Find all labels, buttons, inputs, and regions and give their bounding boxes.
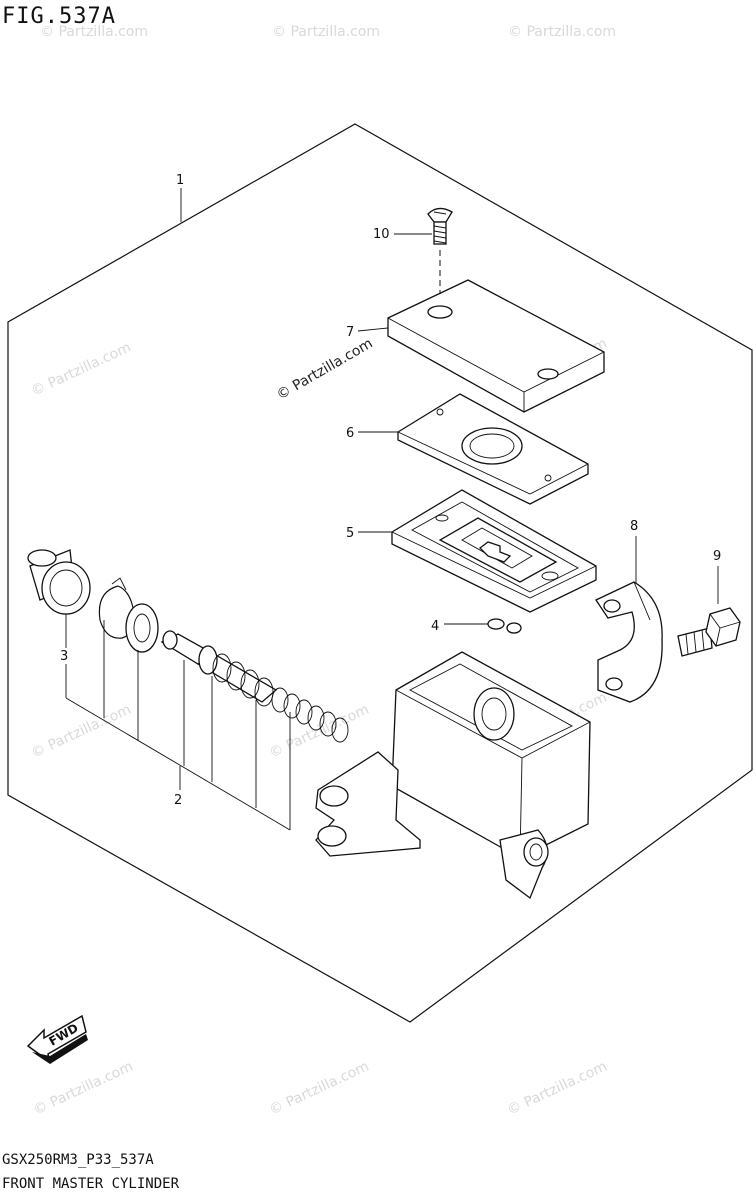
callout-label: 1: [176, 173, 184, 188]
callout-7: 7: [346, 325, 389, 340]
callout-label: 7: [346, 325, 354, 340]
callout-5: 5: [346, 526, 392, 541]
callout-label: 8: [630, 519, 638, 534]
watermark: © Partzilla.com: [505, 1058, 610, 1118]
figure-title: FIG.537A: [2, 4, 116, 29]
callout-8: 8: [630, 519, 638, 584]
callout-label: 9: [713, 549, 721, 564]
watermark: © Partzilla.com: [267, 1058, 372, 1118]
watermark: © Partzilla.com: [31, 1058, 136, 1118]
callout-1: 1: [176, 173, 184, 222]
callout-6: 6: [346, 426, 398, 441]
part-8-clamp: [595, 581, 663, 703]
watermark: © Partzilla.com: [40, 24, 148, 40]
piston-assembly: [160, 630, 349, 743]
figure-code: GSX250RM3_P33_537A: [2, 1152, 154, 1168]
callout-label: 3: [60, 649, 68, 664]
part-4-clip: [487, 618, 522, 634]
part-10-screw: [427, 207, 453, 300]
watermark: © Partzilla.com: [508, 24, 616, 40]
part-7-cap: [387, 279, 605, 413]
callout-label: 6: [346, 426, 354, 441]
callout-label: 2: [174, 793, 182, 808]
callout-4: 4: [431, 619, 488, 634]
part-9-bolt: [677, 607, 741, 657]
watermark-center: © Partzilla.com: [274, 336, 376, 404]
circlip: [98, 577, 135, 639]
callout-9: 9: [713, 549, 721, 604]
forward-direction-badge: FWD: [26, 1014, 88, 1064]
master-cylinder-body: [315, 651, 591, 900]
washer: [125, 603, 159, 653]
figure-name: FRONT MASTER CYLINDER: [2, 1176, 180, 1192]
watermark: © Partzilla.com: [29, 701, 134, 761]
watermark: © Partzilla.com: [267, 701, 372, 761]
callout-10: 10: [373, 227, 432, 242]
watermark: © Partzilla.com: [272, 24, 380, 40]
assembly-outline: [7, 123, 753, 1023]
callout-label: 4: [431, 619, 439, 634]
watermark: © Partzilla.com: [29, 339, 134, 399]
callout-label: 5: [346, 526, 354, 541]
callout-2: 2: [65, 620, 291, 831]
callout-3: 3: [60, 614, 68, 698]
part-3-boot: [27, 549, 91, 615]
part-6-plate: [397, 393, 589, 505]
callout-label: 10: [373, 227, 390, 242]
part-5-diaphragm: [391, 489, 597, 613]
